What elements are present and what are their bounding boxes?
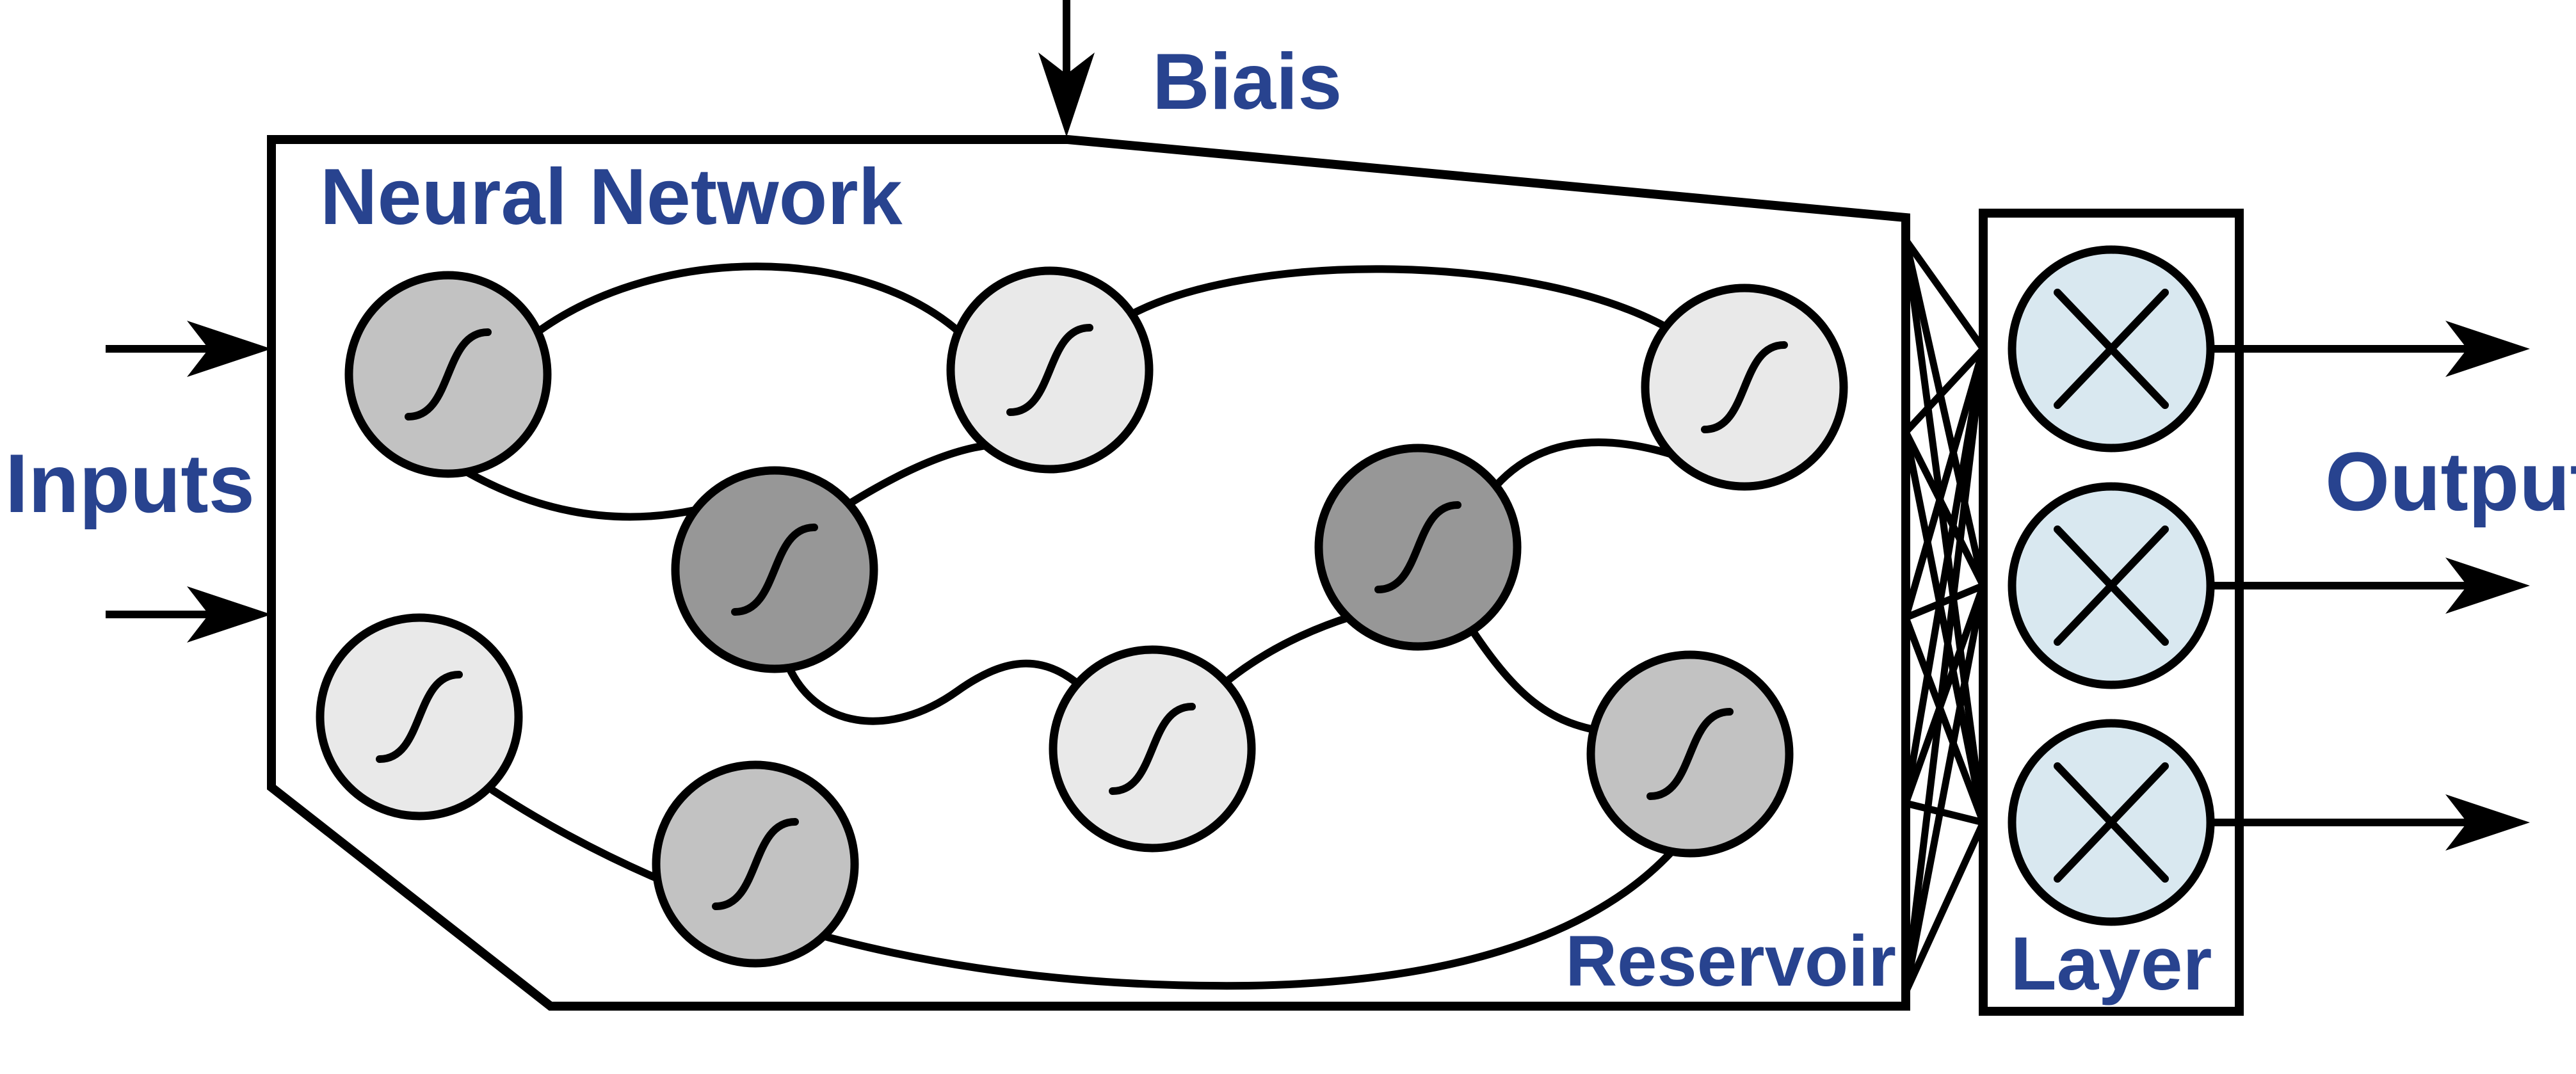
readout-line	[1902, 584, 1987, 993]
multiplier-node	[2008, 482, 2215, 689]
reservoir-neuron	[946, 266, 1154, 474]
reservoir-label: Reservoir	[1565, 921, 1896, 1001]
sigmoid-icon	[731, 524, 818, 616]
sigmoid-icon	[1374, 501, 1461, 593]
reservoir-container-shape	[267, 135, 1910, 1011]
readout-line	[1904, 582, 1985, 621]
output-arrowhead-icon	[2445, 321, 2530, 377]
reservoir-neuron	[316, 613, 523, 821]
connection-curve	[1492, 438, 1676, 490]
output-layer	[1979, 209, 2244, 1016]
inputs-label: Inputs	[5, 437, 255, 530]
multiplier-node	[2008, 245, 2215, 453]
readout-line	[1902, 348, 1987, 804]
readout-line	[1903, 346, 1986, 435]
sigmoid-icon	[1701, 341, 1788, 433]
bias-arrowhead-icon	[1038, 52, 1095, 137]
neural-network-label: Neural Network	[320, 153, 903, 241]
sigmoid-icon	[405, 328, 492, 421]
sigmoid-icon	[712, 818, 799, 910]
reservoir-neuron	[671, 466, 878, 673]
readout-line	[1902, 348, 1987, 993]
input-arrowhead-icon	[187, 586, 271, 643]
readout-line	[1903, 430, 1986, 588]
readout-line	[1904, 799, 1984, 826]
sigmoid-icon	[1109, 703, 1196, 795]
reservoir-neuron	[1641, 284, 1848, 491]
reservoir-neuron	[344, 271, 552, 478]
output-arrowhead-icon	[2445, 557, 2530, 614]
output-arrowhead-icon	[2445, 794, 2530, 851]
sigmoid-icon	[376, 671, 463, 763]
connection-curve	[1123, 265, 1675, 333]
readout-line	[1902, 821, 1987, 994]
connection-curve	[848, 441, 995, 506]
sigmoid-icon	[1006, 324, 1093, 416]
reservoir-neurons	[316, 266, 1848, 968]
connection-curve	[460, 467, 699, 521]
readout-line	[1903, 237, 1986, 351]
readout-line	[1902, 431, 1987, 824]
reservoir-outline	[267, 135, 1910, 1011]
connection-curve	[1220, 613, 1356, 687]
readout-line	[1902, 348, 1987, 619]
readout-line	[1902, 239, 1987, 587]
connection-curve	[537, 262, 964, 337]
sigmoid-icon	[1646, 708, 1734, 800]
connection-curve	[782, 657, 1084, 725]
multiply-icon	[2054, 762, 2169, 883]
layer-label: Layer	[2011, 922, 2212, 1006]
readout-weight-lines	[1902, 237, 1987, 994]
outputs-label: Outputs	[2325, 435, 2576, 528]
reservoir-neuron	[1314, 444, 1522, 651]
reservoir-neuron	[1586, 650, 1794, 858]
readout-line	[1902, 616, 1987, 824]
reservoir-neuron	[652, 760, 859, 968]
input-arrowhead-icon	[187, 321, 271, 377]
multiply-icon	[2054, 525, 2169, 646]
bias-label: Biais	[1152, 38, 1342, 126]
multiplier-node	[2008, 719, 2215, 926]
connection-curve	[1469, 627, 1598, 733]
reservoir-connections	[460, 262, 1676, 990]
multiply-icon	[2054, 289, 2169, 409]
reservoir-neuron	[1049, 645, 1256, 853]
readout-line	[1902, 239, 1987, 823]
io-arrows	[106, 0, 2530, 851]
